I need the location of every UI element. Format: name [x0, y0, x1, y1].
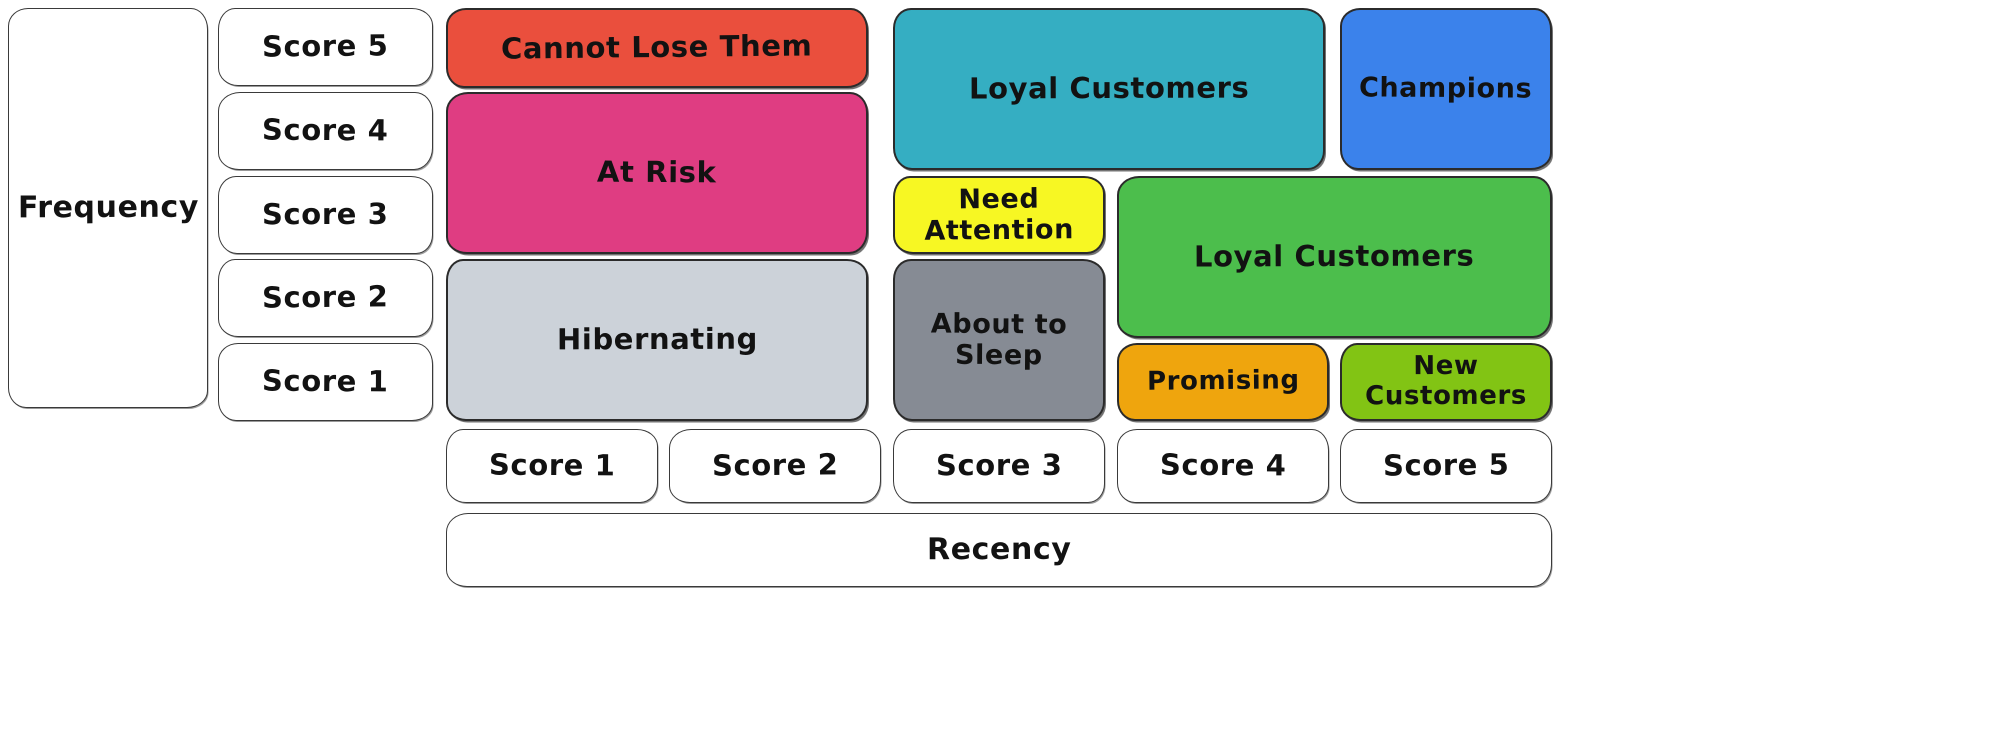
segment-at-risk-label: At Risk [597, 154, 717, 190]
segment-promising[interactable]: Promising [1117, 343, 1329, 421]
recency-score-5-label: Score 5 [1382, 447, 1510, 483]
segment-need-attention[interactable]: Need Attention [893, 176, 1105, 254]
recency-score-4[interactable]: Score 4 [1117, 429, 1329, 503]
segment-hibernating[interactable]: Hibernating [446, 259, 868, 421]
segment-cannot-lose-them[interactable]: Cannot Lose Them [446, 8, 868, 88]
recency-axis-text: Recency [926, 531, 1072, 568]
frequency-score-4-label: Score 4 [262, 112, 389, 148]
recency-score-4-label: Score 4 [1159, 447, 1287, 483]
recency-score-2-label: Score 2 [711, 447, 839, 483]
frequency-score-1[interactable]: Score 1 [218, 343, 433, 421]
segment-loyal-customers-green-label: Loyal Customers [1194, 238, 1475, 274]
recency-score-3[interactable]: Score 3 [893, 429, 1105, 503]
segment-about-to-sleep[interactable]: About to Sleep [893, 259, 1105, 421]
frequency-score-2[interactable]: Score 2 [218, 259, 433, 337]
segment-hibernating-label: Hibernating [556, 321, 758, 357]
recency-score-2[interactable]: Score 2 [669, 429, 881, 503]
segment-champions-label: Champions [1359, 72, 1533, 106]
segment-loyal-customers-green[interactable]: Loyal Customers [1117, 176, 1552, 338]
frequency-axis-label: Frequency [8, 8, 208, 408]
recency-score-1[interactable]: Score 1 [446, 429, 658, 503]
frequency-score-3-label: Score 3 [262, 197, 389, 232]
segment-loyal-customers-teal-label: Loyal Customers [968, 70, 1250, 106]
segment-new-customers-label: New Customers [1365, 350, 1527, 412]
segment-need-attention-label: Need Attention [924, 183, 1075, 247]
frequency-score-3[interactable]: Score 3 [218, 176, 433, 254]
frequency-score-2-label: Score 2 [262, 279, 389, 315]
frequency-score-5[interactable]: Score 5 [218, 8, 433, 86]
segment-about-to-sleep-label: About to Sleep [930, 308, 1068, 372]
segment-promising-label: Promising [1146, 365, 1300, 397]
frequency-axis-text: Frequency [17, 189, 199, 226]
recency-axis-label: Recency [446, 513, 1552, 587]
segment-new-customers[interactable]: New Customers [1340, 343, 1552, 421]
segment-at-risk[interactable]: At Risk [446, 92, 868, 254]
frequency-score-4[interactable]: Score 4 [218, 92, 433, 170]
segment-loyal-customers-teal[interactable]: Loyal Customers [893, 8, 1325, 170]
recency-score-1-label: Score 1 [488, 447, 616, 483]
segment-cannot-lose-them-label: Cannot Lose Them [501, 28, 813, 66]
frequency-score-1-label: Score 1 [262, 363, 389, 399]
recency-score-5[interactable]: Score 5 [1340, 429, 1552, 503]
segment-champions[interactable]: Champions [1340, 8, 1552, 170]
frequency-score-5-label: Score 5 [262, 28, 389, 64]
recency-score-3-label: Score 3 [935, 448, 1063, 483]
